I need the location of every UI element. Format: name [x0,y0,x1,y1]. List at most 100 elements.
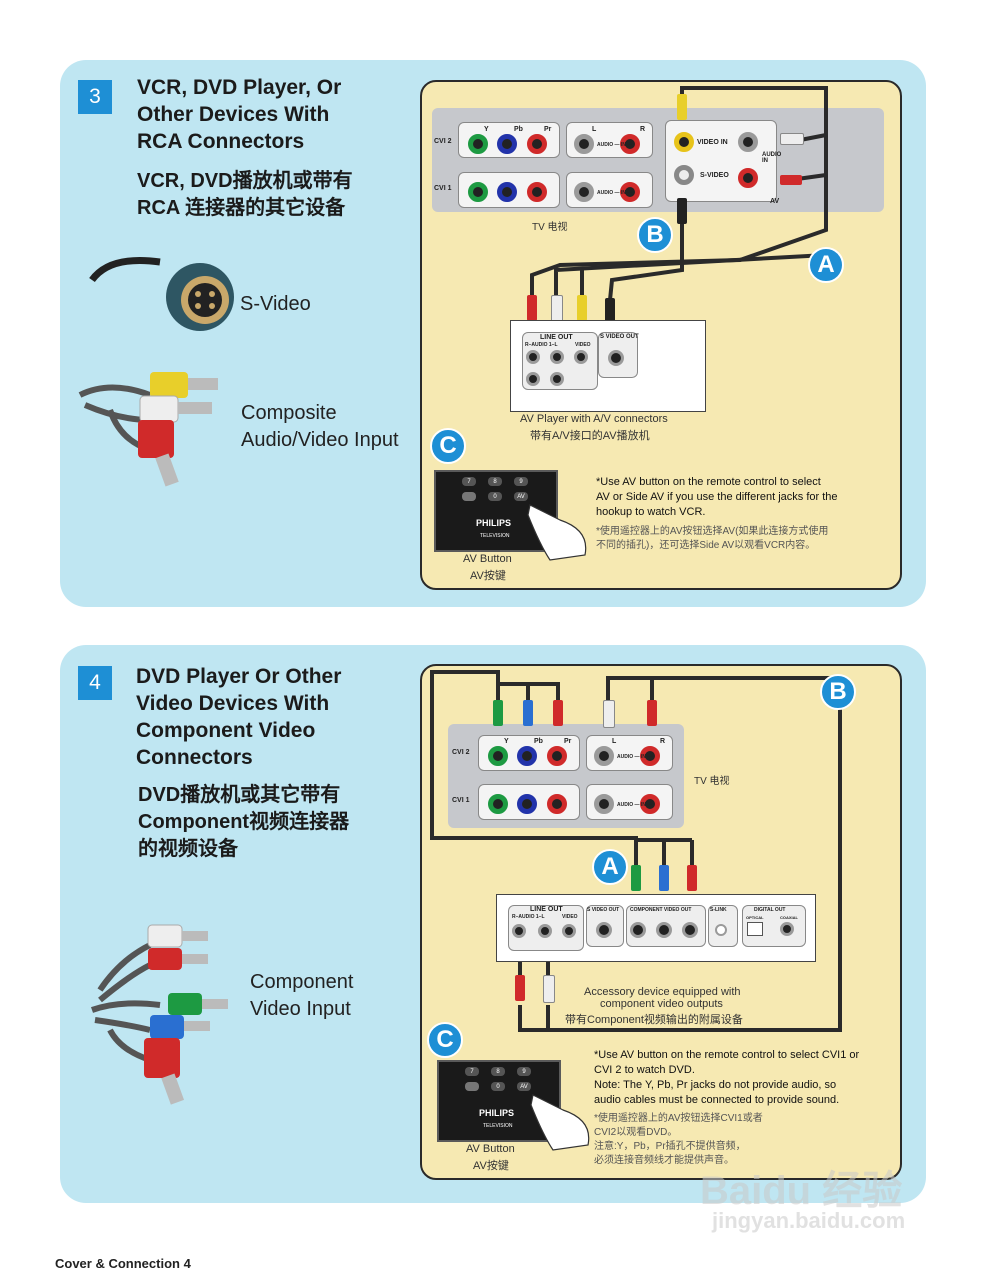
jack [656,922,672,938]
cvi2-r-jack [640,746,660,766]
composite-label-line2: Audio/Video Input [241,429,399,451]
title-line: Connectors [136,746,253,769]
jack [630,922,646,938]
cvi1-pr-jack [527,182,547,202]
subtitle-line: Component视频连接器 [138,811,350,833]
section-3-subtitle: VCR, DVD播放机或带有 RCA 连接器的其它设备 [137,168,353,222]
device-caption-cn: 带有A/V接口的AV播放机 [530,430,650,442]
y-label: Y [484,126,489,133]
cvi1-r-jack [620,182,640,202]
device-caption-en-2: component video outputs [600,998,723,1010]
cvi2-r-jack [620,134,640,154]
s-video-out-label: S VIDEO OUT [587,907,620,913]
baidu-watermark: Baidu 经验 [700,1169,903,1213]
r-label: R [660,738,666,745]
note-line: 注意:Y，Pb，Pr插孔不提供音频， [594,1141,746,1152]
side-audio-l-jack [738,132,758,152]
badge-a: A [808,247,844,283]
philips-logo: PHILIPS [479,1108,515,1118]
cvi1-r-jack [640,794,660,814]
side-audio-in-label: AUDIO IN [762,152,782,164]
cvi1-label: CVI 1 [434,185,452,192]
av-button-caption-en: AV Button [463,553,512,565]
key-7: 7 [465,1067,479,1076]
note-line: Note: The Y, Pb, Pr jacks do not provide… [594,1079,837,1091]
red-plug [647,700,657,726]
red-plug [527,295,537,321]
jack [526,350,540,364]
title-line: DVD Player Or Other [136,665,342,688]
tv-key-icon [465,1082,479,1091]
cvi2-pr-jack [527,134,547,154]
key-0: 0 [488,492,502,501]
video-in-jack [674,132,694,152]
red-plug [687,865,697,891]
section-3-title: VCR, DVD Player, Or Other Devices With R… [137,74,341,155]
badge-c: C [427,1022,463,1058]
section-4-note-en: *Use AV button on the remote control to … [594,1048,859,1108]
jack [550,372,564,386]
badge-b: B [820,674,856,710]
cvi2-pb-jack [497,134,517,154]
blue-plug [523,700,533,726]
television-label: TELEVISION [480,533,510,539]
white-plug [603,700,615,728]
video-label: VIDEO [575,342,591,348]
r-audio-l-label: R–AUDIO 1–L [525,342,558,348]
note-line: hookup to watch VCR. [596,506,706,518]
jack [526,372,540,386]
note-line: CVI2以观看DVD。 [594,1127,678,1138]
pr-label: Pr [564,738,572,745]
audio-in-label: AUDIO — IN — [597,190,633,196]
pr-label: Pr [544,126,552,133]
pb-label: Pb [534,738,543,745]
title-line: Component Video [136,719,316,742]
r-audio-l-label: R–AUDIO 1–L [512,914,545,920]
cvi1-y-jack [468,182,488,202]
jack [596,922,612,938]
jack [608,350,624,366]
cvi1-pb-jack [497,182,517,202]
television-label: TELEVISION [483,1123,513,1129]
section-4-title: DVD Player Or Other Video Devices With C… [136,663,341,771]
video-label: VIDEO [562,914,578,920]
s-video-jack [674,165,694,185]
s-video-out-panel [586,905,624,947]
video-in-label: VIDEO IN [697,139,728,146]
jack [715,924,727,936]
component-video-out-label: COMPONENT VIDEO OUT [630,907,692,913]
jack [550,350,564,364]
title-line: VCR, DVD Player, Or [137,76,342,99]
component-label-line2: Video Input [250,998,351,1020]
coaxial-jack [780,922,794,936]
audio-in-label: AUDIO — IN — [617,754,653,760]
yellow-plug [677,94,687,120]
tv-key-icon [462,492,476,501]
philips-logo: PHILIPS [476,518,512,528]
line-out-label: LINE OUT [530,906,563,913]
note-line: AV or Side AV if you use the different j… [596,491,838,503]
subtitle-line: RCA 连接器的其它设备 [137,197,346,219]
svideo-plug [605,298,615,324]
note-line: audio cables must be connected to provid… [594,1094,840,1106]
av-button-caption-cn: AV按键 [470,570,506,582]
svideo-label: S-Video [240,293,311,315]
cvi1-pb-jack [517,794,537,814]
s-video-out-label: S VIDEO OUT [600,334,639,340]
s-link-label: S-LINK [710,907,727,913]
av-key: AV [514,492,528,501]
step-number-4: 4 [78,666,112,700]
svideo-plug [677,198,687,224]
key-9: 9 [514,477,528,486]
digital-out-label: DIGITAL OUT [754,907,786,913]
audio-in-label: AUDIO — IN — [617,802,653,808]
composite-label-line1: Composite [241,402,337,424]
cvi1-l-jack [594,794,614,814]
badge-a: A [592,849,628,885]
title-line: Other Devices With [137,103,330,126]
white-plug [780,133,804,145]
step-number-3: 3 [78,80,112,114]
